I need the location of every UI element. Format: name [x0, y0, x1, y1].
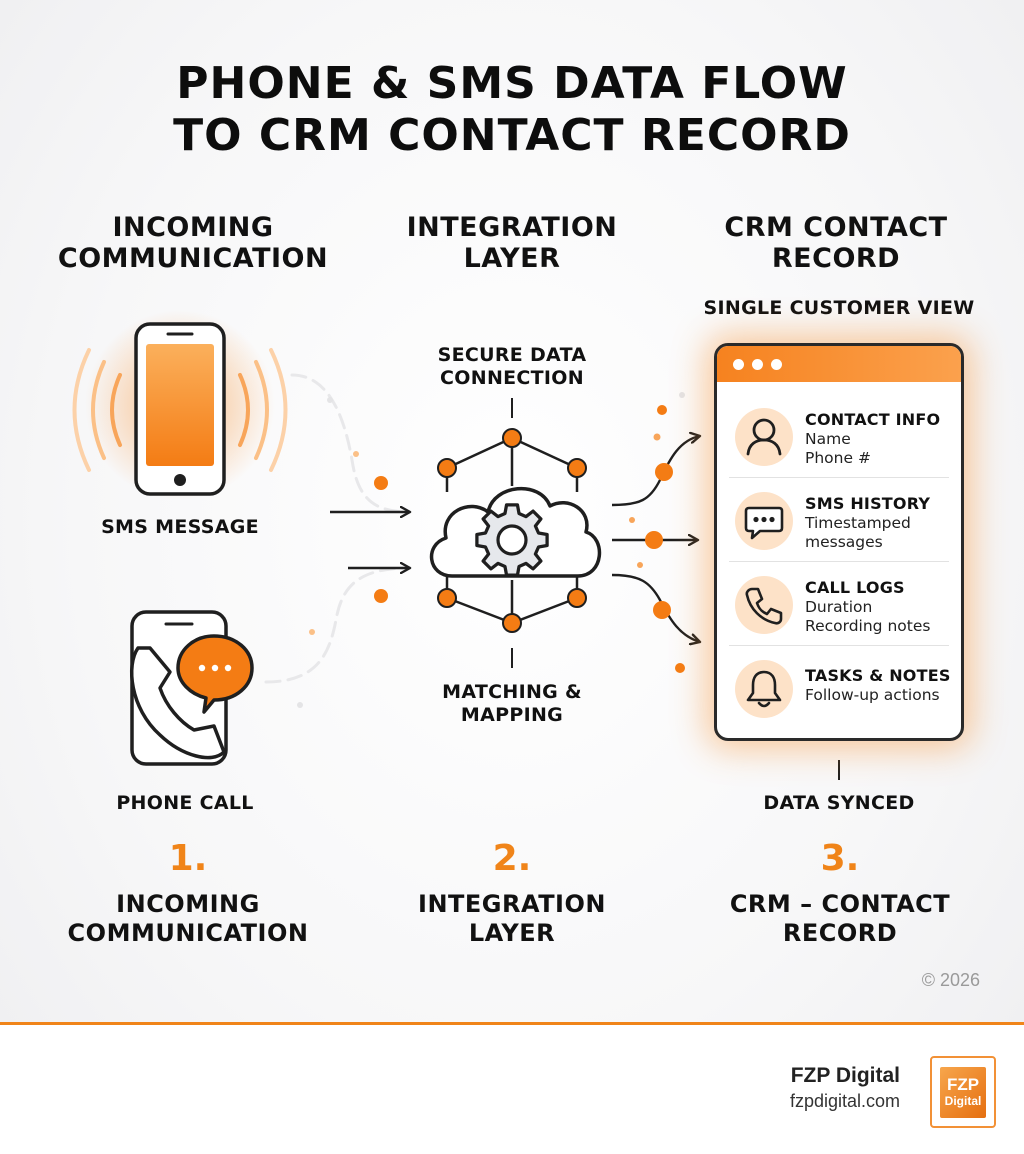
logo-text: FZP — [946, 1075, 980, 1094]
outgoing-flow-lines — [611, 392, 700, 673]
crm-section-tasks-notes: TASKS & NOTES Follow-up actions — [729, 646, 951, 730]
column-heading-line: LAYER — [463, 243, 561, 274]
section-detail: Name Phone # — [805, 430, 955, 468]
title-line-2: TO CRM CONTACT RECORD — [173, 110, 851, 161]
flow-diagram — [72, 310, 840, 780]
step-number: 3. — [820, 838, 860, 879]
footer-divider — [0, 1022, 1024, 1025]
crm-contact-card: CONTACT INFO Name Phone # SMS HISTORY Ti… — [714, 343, 964, 741]
data-synced-label: DATA SYNCED — [763, 792, 915, 814]
label-line: MAPPING — [460, 704, 564, 726]
label-line: CONNECTION — [440, 367, 584, 389]
step-title-line: COMMUNICATION — [67, 919, 309, 947]
column-heading-line: INCOMING — [112, 212, 274, 243]
section-detail-line: Timestamped — [805, 514, 911, 532]
section-detail-line: Follow-up actions — [805, 686, 940, 704]
logo-text: Digital — [944, 1094, 982, 1108]
card-title-bar — [717, 346, 961, 382]
section-detail-line: Recording notes — [805, 617, 931, 635]
section-detail-line: Phone # — [805, 449, 871, 467]
section-detail-line: Duration — [805, 598, 873, 616]
column-heading-incoming: INCOMING COMMUNICATION — [48, 212, 338, 274]
step-number: 2. — [492, 838, 532, 879]
phone-icon — [735, 576, 793, 634]
chat-icon — [735, 492, 793, 550]
column-heading-integration: INTEGRATION LAYER — [367, 212, 657, 274]
matching-mapping-label: MATCHING & MAPPING — [412, 681, 612, 727]
window-dot-icon — [771, 358, 782, 370]
window-dot-icon — [752, 358, 763, 370]
window-dot-icon — [733, 358, 744, 370]
footer — [0, 1025, 1024, 1154]
brand-url[interactable]: fzpdigital.com — [789, 1091, 900, 1111]
step-title-incoming: INCOMING COMMUNICATION — [38, 890, 338, 948]
section-detail: Follow-up actions — [805, 686, 955, 705]
step-title-integration: INTEGRATION LAYER — [362, 890, 662, 948]
phone-call-label: PHONE CALL — [116, 792, 254, 814]
column-heading-line: INTEGRATION — [406, 212, 618, 243]
column-heading-line: RECORD — [771, 243, 901, 274]
integration-hub-icon — [429, 398, 602, 668]
label-line: MATCHING & — [442, 681, 582, 703]
single-customer-view-label: SINGLE CUSTOMER VIEW — [703, 297, 975, 319]
section-title: TASKS & NOTES — [805, 666, 951, 685]
crm-section-contact-info: CONTACT INFO Name Phone # — [729, 394, 949, 478]
section-detail-line: messages — [805, 533, 883, 551]
bell-icon — [735, 660, 793, 718]
section-title: CONTACT INFO — [805, 410, 941, 429]
user-icon — [735, 408, 793, 466]
label-line: SECURE DATA — [437, 344, 587, 366]
section-title: SMS HISTORY — [805, 494, 931, 513]
phone-call-icon — [129, 610, 254, 766]
copyright-text: © 2026 — [921, 970, 980, 990]
column-heading-line: COMMUNICATION — [57, 243, 329, 274]
fzp-logo: FZP Digital — [930, 1056, 996, 1128]
step-number: 1. — [168, 838, 208, 879]
sms-phone-icon — [72, 310, 288, 500]
incoming-flow-lines — [264, 373, 412, 708]
step-title-line: INCOMING — [116, 890, 260, 918]
secure-connection-label: SECURE DATA CONNECTION — [412, 344, 612, 390]
brand-name: FZP Digital — [790, 1064, 900, 1087]
crm-section-call-logs: CALL LOGS Duration Recording notes — [729, 562, 949, 646]
sms-message-label: SMS MESSAGE — [101, 516, 259, 538]
step-title-line: LAYER — [468, 919, 556, 947]
crm-section-sms-history: SMS HISTORY Timestamped messages — [729, 478, 949, 562]
step-title-line: RECORD — [782, 919, 898, 947]
step-title-crm: CRM – CONTACT RECORD — [690, 890, 990, 948]
section-detail: Duration Recording notes — [805, 598, 955, 636]
step-title-line: CRM – CONTACT — [729, 890, 951, 918]
column-heading-crm: CRM CONTACT RECORD — [691, 212, 981, 274]
column-heading-line: CRM CONTACT — [724, 212, 948, 243]
title-line-1: PHONE & SMS DATA FLOW — [176, 58, 848, 109]
step-title-line: INTEGRATION — [418, 890, 606, 918]
page-title: PHONE & SMS DATA FLOW TO CRM CONTACT REC… — [0, 58, 1024, 162]
section-detail: Timestamped messages — [805, 514, 955, 552]
section-title: CALL LOGS — [805, 578, 905, 597]
section-detail-line: Name — [805, 430, 851, 448]
